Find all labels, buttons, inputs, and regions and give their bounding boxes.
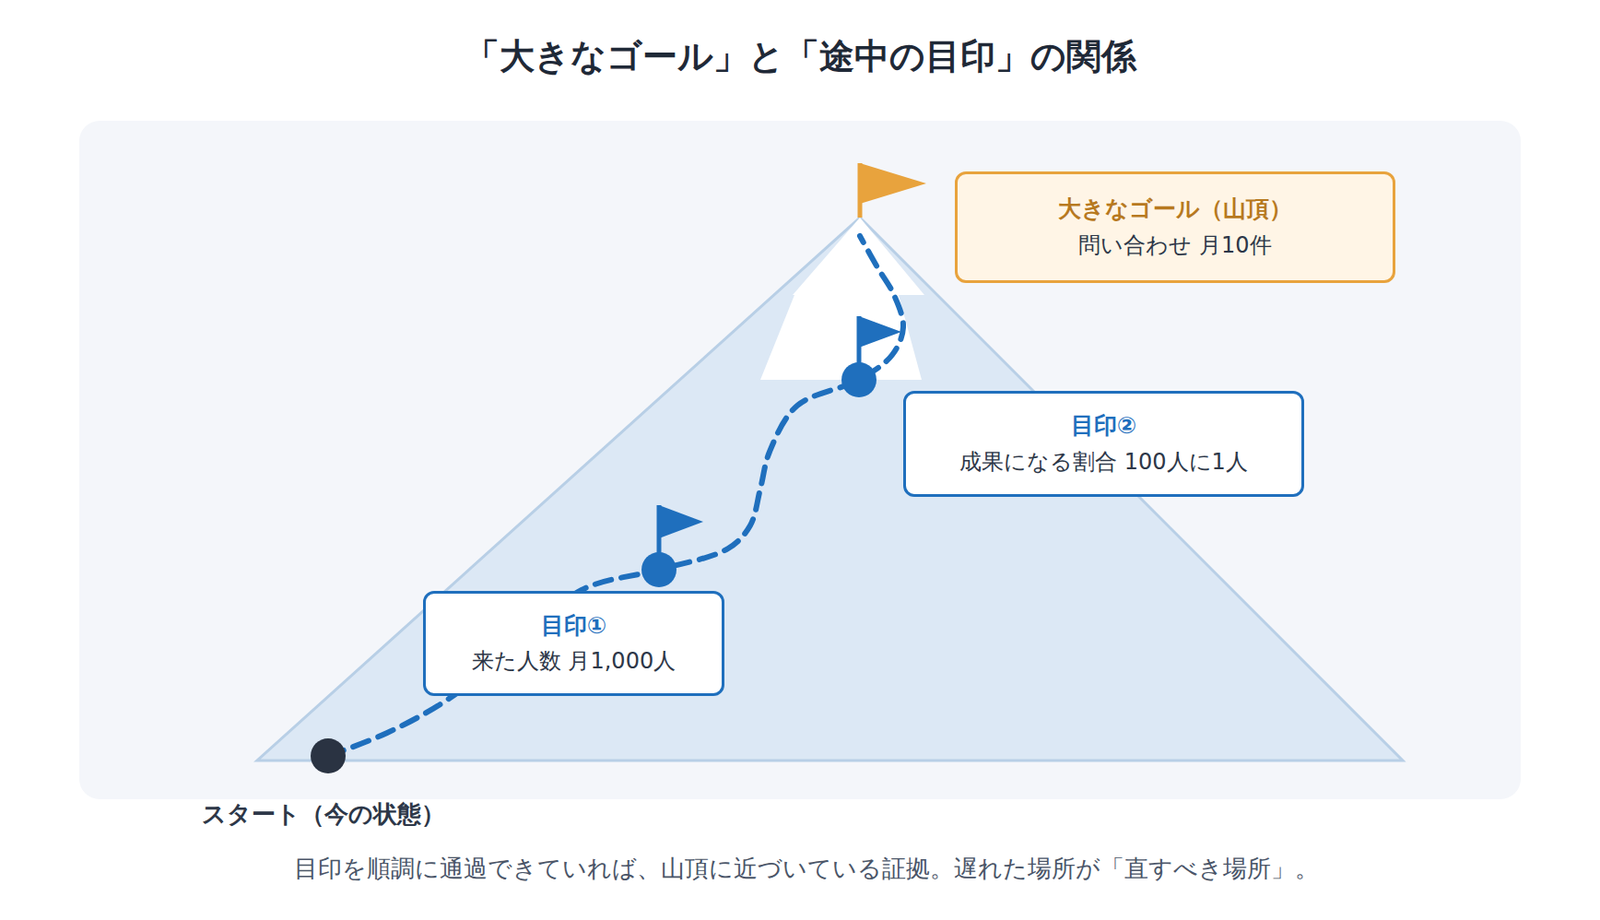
milestone-box: 目印① 来た人数 月1,000人: [423, 590, 725, 696]
start-label: スタート（今の状態）: [201, 798, 446, 831]
route-path: [328, 235, 904, 756]
mountain: [257, 217, 1403, 761]
milestone-dot: [841, 362, 877, 398]
title: 「大きなゴール」と「途中の目印」の関係: [0, 33, 1600, 81]
milestone-box: 目印② 成果になる割合 100人に1人: [903, 390, 1305, 497]
flag: [858, 316, 902, 348]
route-layer: [328, 235, 904, 756]
box-body: 来た人数 月1,000人: [471, 646, 676, 676]
goal-box: 大きなゴール（山頂） 問い合わせ 月10件: [954, 171, 1396, 283]
box-body: 成果になる割合 100人に1人: [959, 447, 1248, 477]
box-body: 問い合わせ 月10件: [1078, 230, 1271, 260]
flag: [658, 505, 704, 539]
milestone-dot: [641, 552, 677, 588]
snow-cap: [760, 217, 925, 380]
goal-flag: [859, 163, 927, 204]
box-heading: 目印①: [541, 611, 607, 642]
box-heading: 目印②: [1070, 411, 1137, 442]
caption: 目印を順調に通過できていれば、山頂に近づいている証拠。遅れた場所が「直すべき場所…: [0, 852, 1600, 885]
panel: [79, 120, 1521, 800]
box-heading: 大きなゴール（山頂）: [1058, 194, 1293, 225]
start-dot: [310, 738, 346, 774]
